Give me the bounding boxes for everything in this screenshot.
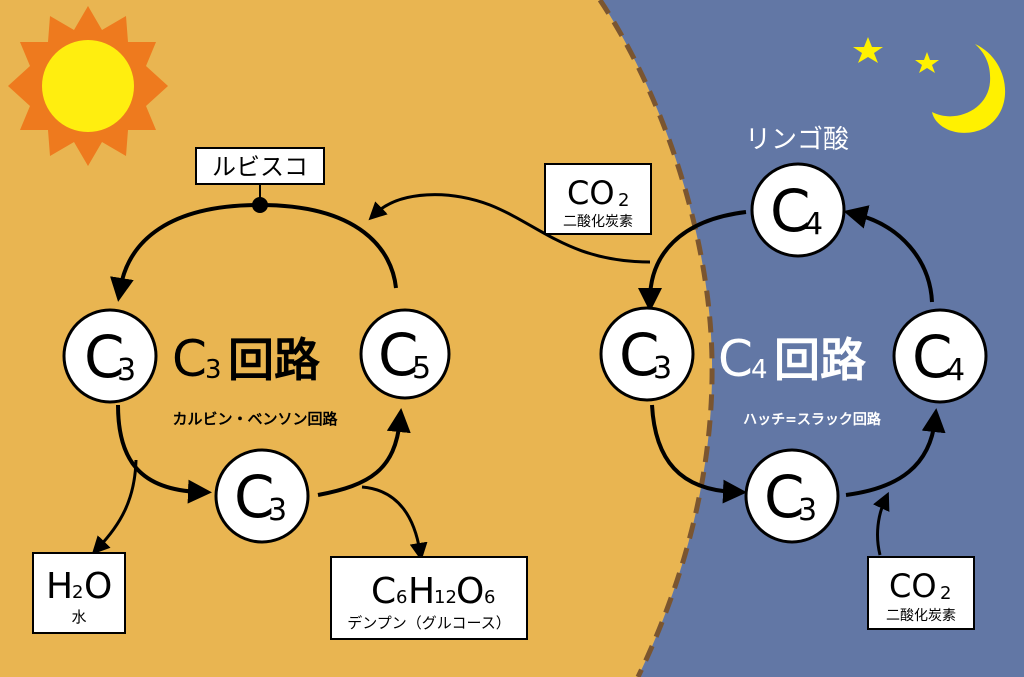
node-symbol: C xyxy=(764,463,805,531)
co2-caption: 二酸化炭素 xyxy=(886,608,956,624)
c3-node-bottom: C 3 xyxy=(214,448,310,544)
arrow-c3-to-c3-night xyxy=(650,404,747,504)
title-subscript: 3 xyxy=(205,355,222,385)
arrow-c3-to-c5 xyxy=(317,408,411,497)
title-text: 回路 xyxy=(228,333,321,387)
c3-cycle-subtitle: カルビン・ベンソン回路 xyxy=(172,410,338,428)
node-symbol: C xyxy=(378,321,419,389)
water-o: O xyxy=(84,566,112,607)
c4-node-top: C 4 xyxy=(750,162,846,258)
arrow-co2-to-c3-cycle xyxy=(368,193,651,264)
arrow-co2-to-c4-cycle xyxy=(873,491,890,556)
node-subscript: 3 xyxy=(798,493,817,528)
water-h: H xyxy=(46,566,73,607)
c5-node: C 5 xyxy=(359,308,451,400)
c3-node-night-left: C 3 xyxy=(599,306,695,402)
node-symbol: C xyxy=(234,463,275,531)
c4-node-right: C 4 xyxy=(892,308,988,404)
glucose-caption: デンプン（グルコース） xyxy=(347,614,511,632)
title-symbol: C xyxy=(172,330,207,388)
rubisco-dot xyxy=(252,197,268,213)
node-subscript: 3 xyxy=(653,351,672,386)
node-symbol: C xyxy=(912,323,953,391)
day-background xyxy=(0,0,713,677)
water-caption: 水 xyxy=(71,608,86,626)
glucose-h-sub: 12 xyxy=(434,587,457,608)
star-icon xyxy=(853,37,883,63)
glucose-o-sub: 6 xyxy=(484,587,495,608)
moon-icon xyxy=(932,44,1006,133)
node-subscript: 3 xyxy=(268,493,287,528)
arrow-c4-to-c4 xyxy=(843,205,934,303)
co2-box-bottom: CO 2 二酸化炭素 xyxy=(867,556,975,630)
c3-cycle-title: C 3 回路 xyxy=(172,330,321,388)
water-subscript: 2 xyxy=(72,582,83,603)
node-subscript: 4 xyxy=(946,353,965,388)
arrow-c4-to-c3 xyxy=(638,210,747,312)
malate-label: リンゴ酸 xyxy=(745,125,849,155)
glucose-h: H xyxy=(408,571,435,612)
node-symbol: C xyxy=(84,323,125,391)
c3-node-left: C 3 xyxy=(62,308,158,404)
arrow-to-water xyxy=(91,459,138,555)
node-symbol: C xyxy=(770,177,811,245)
day-night-divider xyxy=(597,0,715,677)
co2-subscript: 2 xyxy=(940,583,951,604)
title-symbol: C xyxy=(718,330,753,388)
title-text: 回路 xyxy=(774,333,867,387)
co2-symbol: CO xyxy=(567,174,615,212)
co2-subscript: 2 xyxy=(618,190,629,211)
sun-icon xyxy=(8,6,168,166)
c4-cycle-title: C 4 回路 xyxy=(718,330,867,388)
co2-box-top: CO 2 二酸化炭素 xyxy=(544,163,652,235)
water-box: H 2 O 水 xyxy=(32,552,126,634)
glucose-o: O xyxy=(456,571,484,612)
glucose-c-sub: 6 xyxy=(396,587,407,608)
c4-cycle-subtitle: ハッチ=スラック回路 xyxy=(743,411,882,428)
rubisco-box: ルビスコ xyxy=(195,147,325,185)
glucose-box: C 6 H 12 O 6 デンプン（グルコース） xyxy=(330,556,528,640)
node-subscript: 3 xyxy=(117,353,136,388)
rubisco-label: ルビスコ xyxy=(212,153,308,181)
star-icon xyxy=(915,52,939,73)
node-symbol: C xyxy=(619,321,660,389)
arrow-c3-to-c4 xyxy=(845,408,946,497)
node-subscript: 4 xyxy=(804,207,823,242)
title-subscript: 4 xyxy=(751,355,768,385)
arrow-to-glucose xyxy=(361,485,428,561)
co2-caption: 二酸化炭素 xyxy=(563,214,633,230)
co2-symbol: CO xyxy=(889,567,937,605)
glucose-c: C xyxy=(371,571,396,612)
c3-node-night-bottom: C 3 xyxy=(744,448,840,544)
node-subscript: 5 xyxy=(412,351,431,386)
